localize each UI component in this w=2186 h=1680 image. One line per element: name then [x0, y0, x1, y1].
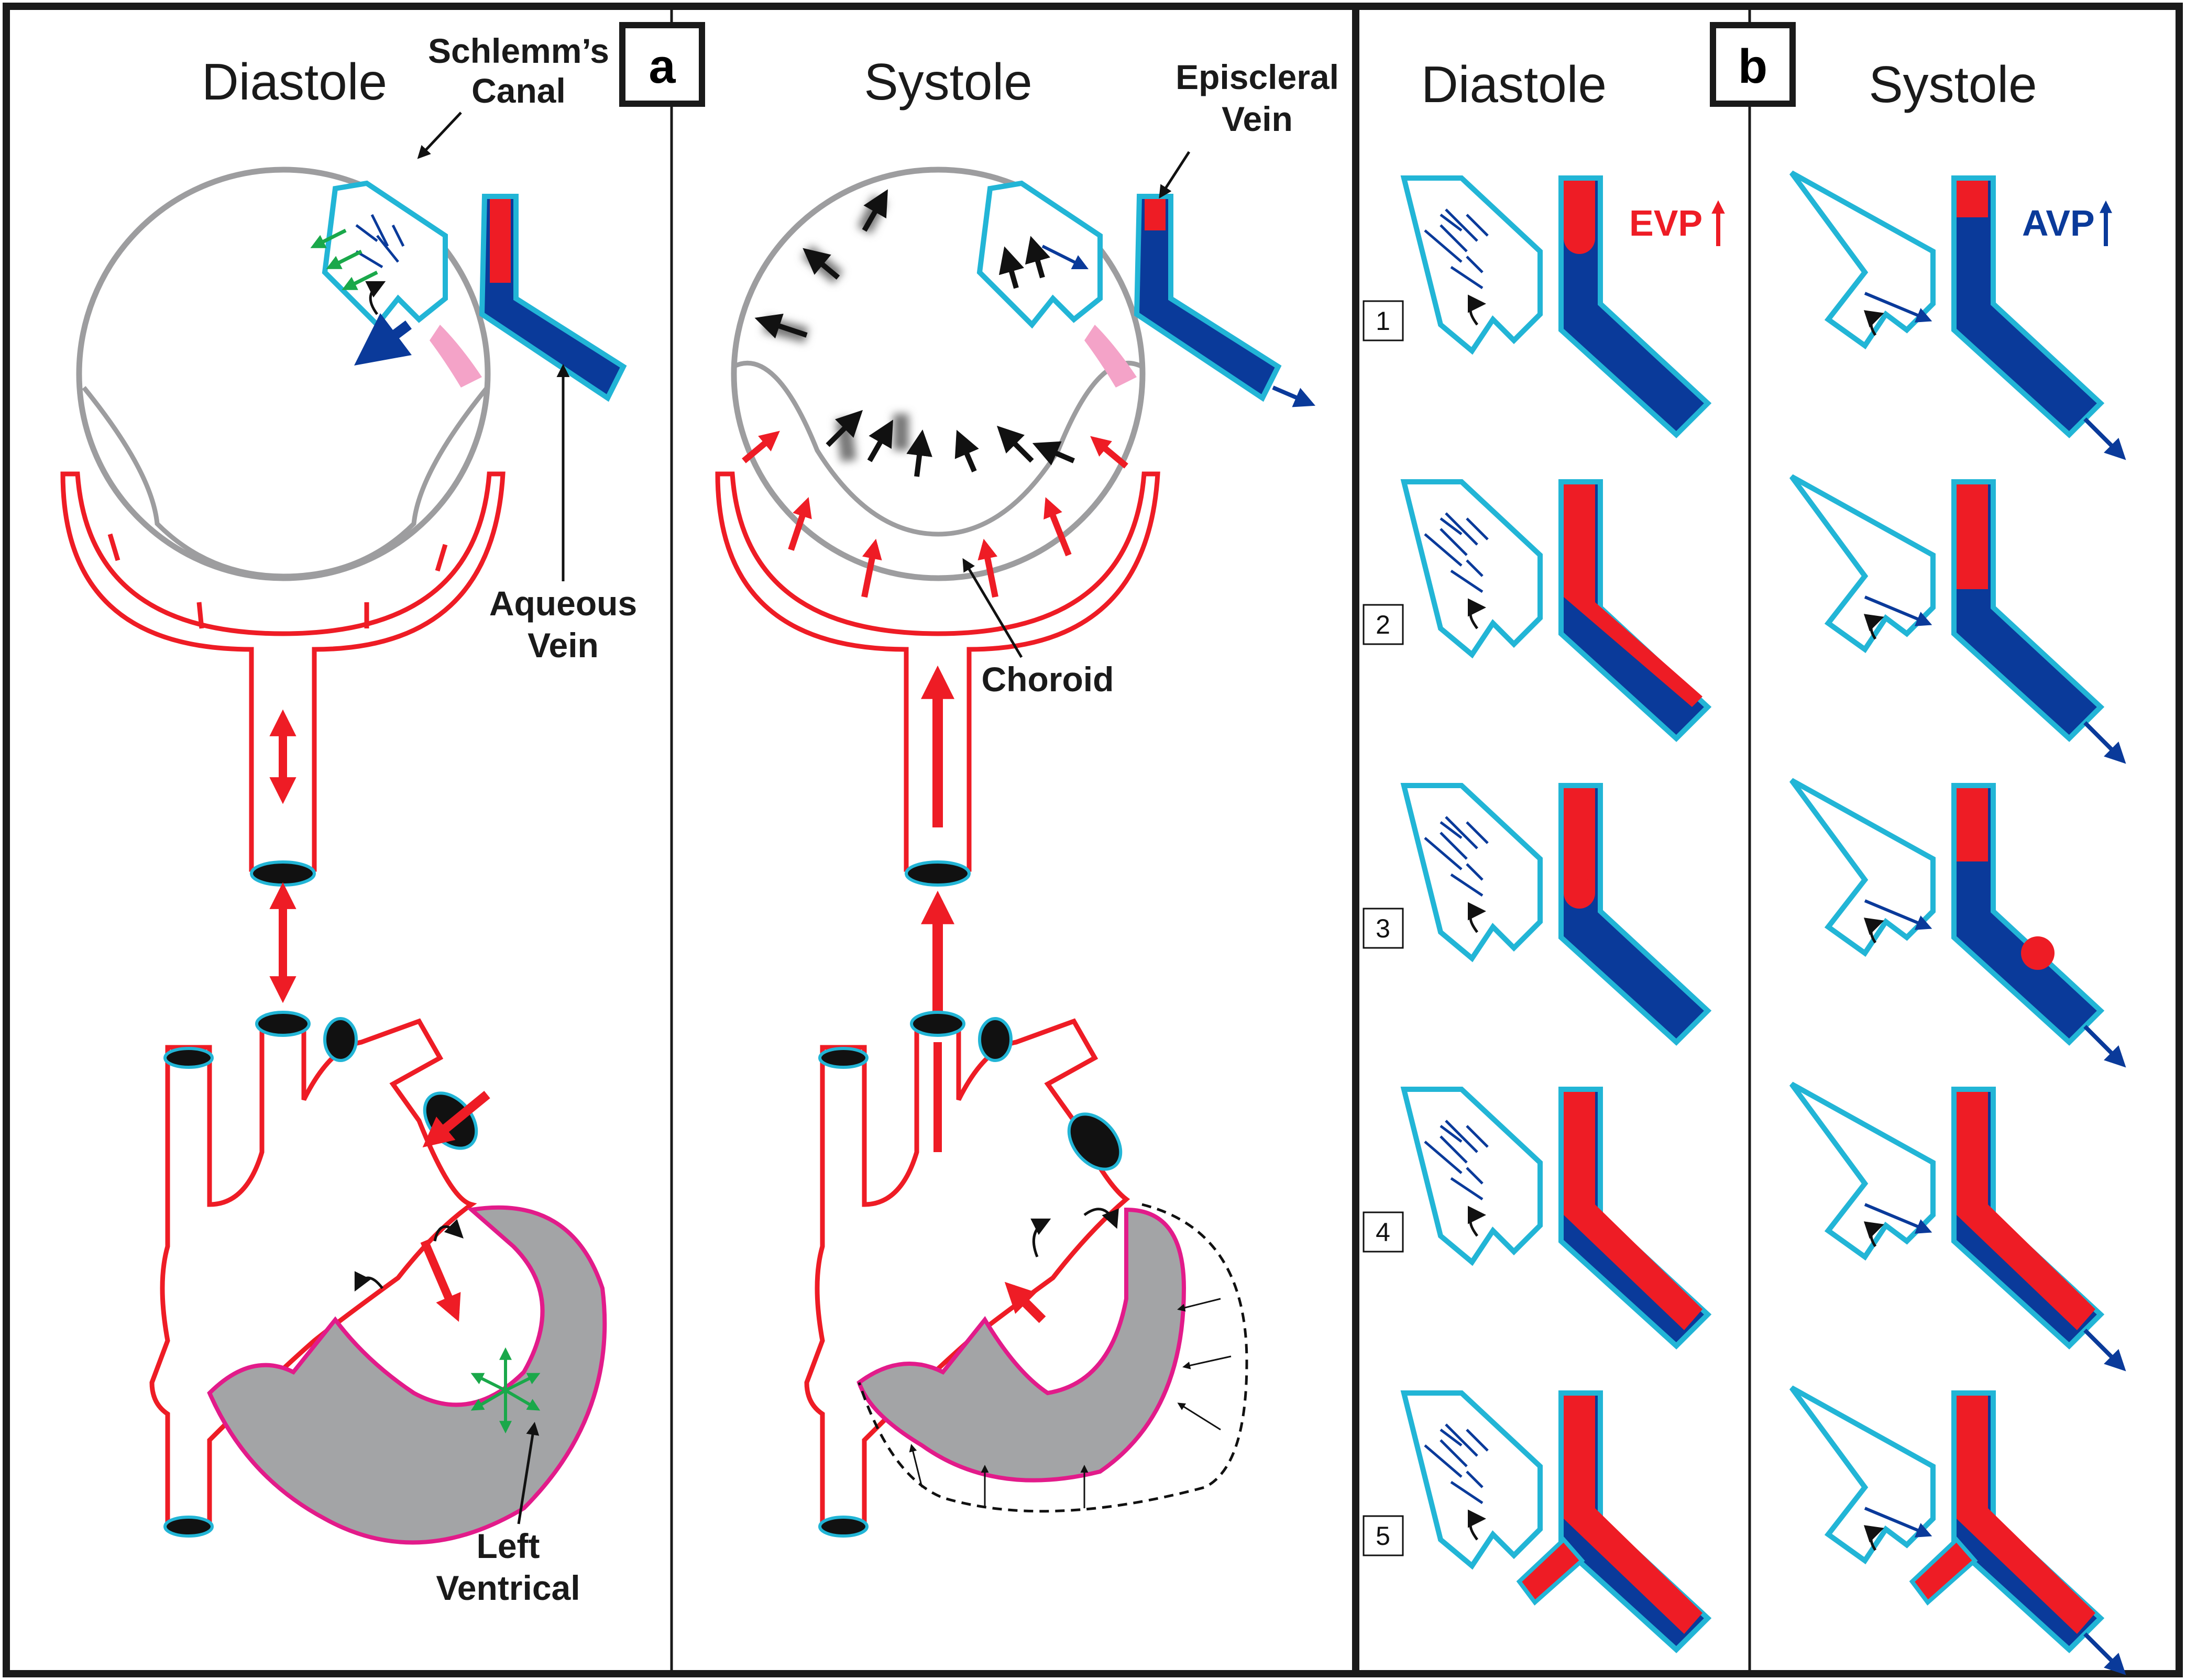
label-episcleral-1: Episcleral — [1176, 58, 1339, 96]
schlemm-pointer — [417, 112, 462, 159]
panel-a-systole: Systole Episcleral Vein — [715, 53, 1339, 1538]
b-systole-row-2 — [1792, 477, 2122, 759]
svg-text:5: 5 — [1376, 1521, 1390, 1551]
lv-pointer — [517, 1422, 540, 1524]
valve-arrow-1 — [354, 1271, 383, 1292]
systole-heart-arrow — [1004, 1281, 1046, 1323]
svg-text:4: 4 — [1376, 1218, 1390, 1247]
b-systole-row-4 — [1792, 1084, 2122, 1367]
valve-arrow-2 — [433, 1219, 464, 1242]
b-systole-row-5 — [1792, 1388, 2122, 1671]
episcleral-pointer — [1159, 151, 1191, 199]
b-diastole-row-1 — [1404, 178, 1708, 435]
panel-b-box — [1710, 22, 1796, 107]
label-episcleral-2: Vein — [1222, 100, 1293, 138]
avp-label: AVP — [2022, 203, 2095, 244]
panel-b-letter: b — [1738, 40, 1767, 93]
choroid-red-arrows — [742, 430, 1128, 598]
a-diastole-title: Diastole — [202, 53, 387, 110]
svg-text:3: 3 — [1376, 914, 1390, 943]
panel-a-diastole: Diastole Schlemm’s Canal Aqueous Vein — [60, 31, 637, 1607]
svg-text:2: 2 — [1376, 610, 1390, 639]
label-aqueous-1: Aqueous — [489, 584, 637, 623]
b-diastole-row-2 — [1404, 482, 1708, 738]
label-schlemm-2: Canal — [471, 71, 566, 110]
outflow-pathway — [322, 180, 627, 402]
b-systole-row-3 — [1792, 780, 2122, 1063]
green-arrows — [310, 228, 378, 290]
b-diastole-title: Diastole — [1421, 56, 1607, 113]
blue-arrow — [354, 313, 412, 366]
ciliary-arteries — [60, 471, 506, 872]
pressure-arrows — [754, 189, 1075, 477]
b-systole-row-1 — [1792, 173, 2122, 456]
figure-frame — [3, 3, 2183, 1677]
row-number-2: 2 — [1363, 604, 1404, 645]
panel-b: Diastole Systole EVP AVP 1 2 3 4 5 — [1363, 56, 2122, 1671]
b-diastole-row-5 — [1404, 1393, 1708, 1650]
label-aqueous-2: Vein — [528, 626, 599, 665]
label-schlemm-1: Schlemm’s — [428, 31, 609, 70]
choroid-pointer — [962, 558, 1023, 658]
b-diastole-row-3 — [1404, 786, 1708, 1042]
row-number-3: 3 — [1363, 908, 1404, 949]
green-star-arrows — [470, 1347, 541, 1434]
systole-valve-arrow-2 — [1083, 1208, 1119, 1229]
choroid-retina — [82, 386, 489, 579]
contraction-arrows — [909, 1298, 1232, 1508]
row-number-5: 5 — [1363, 1515, 1404, 1556]
evp-label: EVP — [1629, 203, 1702, 244]
label-lv-2: Ventrical — [436, 1568, 580, 1607]
heart-systole — [804, 1011, 1187, 1538]
row-number-1: 1 — [1363, 300, 1404, 341]
a-systole-title: Systole — [864, 53, 1032, 110]
row-number-4: 4 — [1363, 1211, 1404, 1253]
label-lv-1: Left — [477, 1527, 540, 1565]
heart-diastole — [149, 1011, 607, 1545]
label-choroid: Choroid — [982, 660, 1114, 699]
systole-valve-arrow-1 — [1030, 1218, 1051, 1257]
b-diastole-row-4 — [1404, 1089, 1708, 1346]
choroid-expanded — [732, 360, 1144, 537]
vessel-opening — [250, 860, 316, 887]
b-systole-title: Systole — [1869, 56, 2037, 113]
vessel-opening-systole — [905, 860, 971, 887]
heart-arrow-in — [422, 1091, 490, 1147]
panel-a-box — [619, 22, 705, 107]
heart-arrow-mitral — [420, 1239, 461, 1322]
panel-a-letter: a — [649, 40, 676, 93]
svg-text:1: 1 — [1376, 306, 1390, 336]
